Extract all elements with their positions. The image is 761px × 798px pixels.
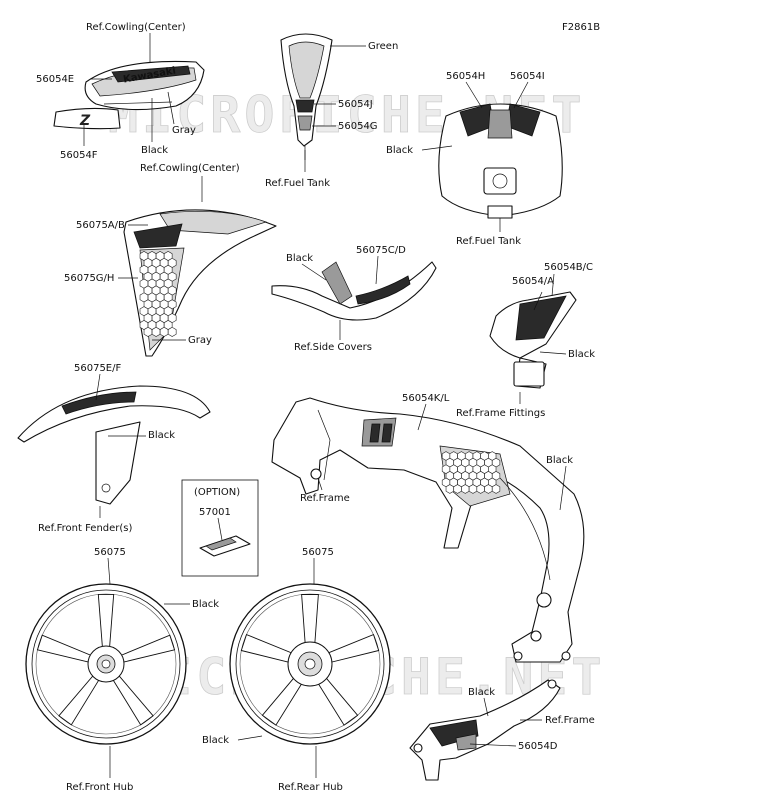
label-ref-side-covers: Ref.Side Covers — [294, 342, 372, 353]
hex-pattern-frame — [441, 451, 501, 494]
front-wheel — [25, 583, 187, 745]
hex-cell — [159, 326, 169, 337]
label-black-fender: Black — [148, 430, 175, 441]
label-56054H: 56054H — [446, 71, 485, 82]
label-56054F: 56054F — [60, 150, 98, 161]
hex-cell — [476, 484, 485, 494]
label-56054BC: 56054B/C — [544, 262, 593, 273]
label-56075-front: 56075 — [94, 547, 126, 558]
label-black-fwheel: Black — [192, 599, 219, 610]
label-ref-rear-hub: Ref.Rear Hub — [278, 782, 343, 793]
hex-cell — [468, 484, 478, 494]
label-ref-frame-1: Ref.Frame — [300, 493, 350, 504]
label-ref-front-hub: Ref.Front Hub — [66, 782, 133, 793]
label-56075AB: 56075A/B — [76, 220, 125, 231]
label-ref-front-fender: Ref.Front Fender(s) — [38, 523, 133, 534]
label-ref-frame-fittings: Ref.Frame Fittings — [456, 408, 545, 419]
hex-cell — [445, 484, 454, 494]
hex-cell — [143, 326, 153, 337]
label-black-bracket: Black — [468, 687, 495, 698]
label-option: (OPTION) — [194, 487, 240, 498]
hex-cell — [151, 326, 161, 337]
label-black-fittings: Black — [568, 349, 595, 360]
rear-bracket — [409, 679, 561, 781]
fuel-tank — [438, 103, 563, 219]
label-black-rwheel: Black — [202, 735, 229, 746]
label-56075EF: 56075E/F — [74, 363, 121, 374]
label-56054G: 56054G — [338, 121, 378, 132]
hex-cell — [484, 484, 493, 494]
label-black-1: Black — [141, 145, 168, 156]
hex-cell — [167, 326, 177, 337]
label-black-frame: Black — [546, 455, 573, 466]
figure-code: F2861B — [562, 22, 600, 33]
cowling-center-panel: Kawasaki Z — [53, 60, 205, 130]
rear-wheel — [229, 583, 391, 745]
label-56054E: 56054E — [36, 74, 74, 85]
z-logo: Z — [79, 113, 91, 129]
label-56075-rear: 56075 — [302, 547, 334, 558]
label-56054KL: 56054K/L — [402, 393, 450, 404]
label-ref-fuel-tank-2: Ref.Fuel Tank — [456, 236, 521, 247]
hex-cell — [491, 484, 501, 494]
side-cover — [271, 261, 437, 321]
label-black-tank: Black — [386, 145, 413, 156]
label-ref-fuel-tank-1: Ref.Fuel Tank — [265, 178, 330, 189]
label-gray-1: Gray — [172, 125, 196, 136]
label-ref-frame-2: Ref.Frame — [545, 715, 595, 726]
label-56054I: 56054I — [510, 71, 545, 82]
label-57001: 57001 — [199, 507, 231, 518]
label-56075CD: 56075C/D — [356, 245, 406, 256]
label-56054A: 56054/A — [512, 276, 554, 287]
label-56075GH: 56075G/H — [64, 273, 114, 284]
label-gray-2: Gray — [188, 335, 212, 346]
hex-cell — [453, 484, 462, 494]
fuel-tank-center-panel — [280, 33, 333, 160]
label-ref-cowling-center-2: Ref.Cowling(Center) — [140, 163, 240, 174]
label-ref-cowling-center-top: Ref.Cowling(Center) — [86, 22, 186, 33]
hex-pattern-cowling — [139, 251, 177, 337]
frame-fitting — [489, 291, 577, 389]
label-56054J: 56054J — [338, 99, 373, 110]
label-56054D: 56054D — [518, 741, 558, 752]
option-box — [181, 479, 259, 577]
front-fender — [17, 385, 211, 505]
label-green: Green — [368, 41, 398, 52]
label-black-side: Black — [286, 253, 313, 264]
hex-cell — [461, 484, 470, 494]
